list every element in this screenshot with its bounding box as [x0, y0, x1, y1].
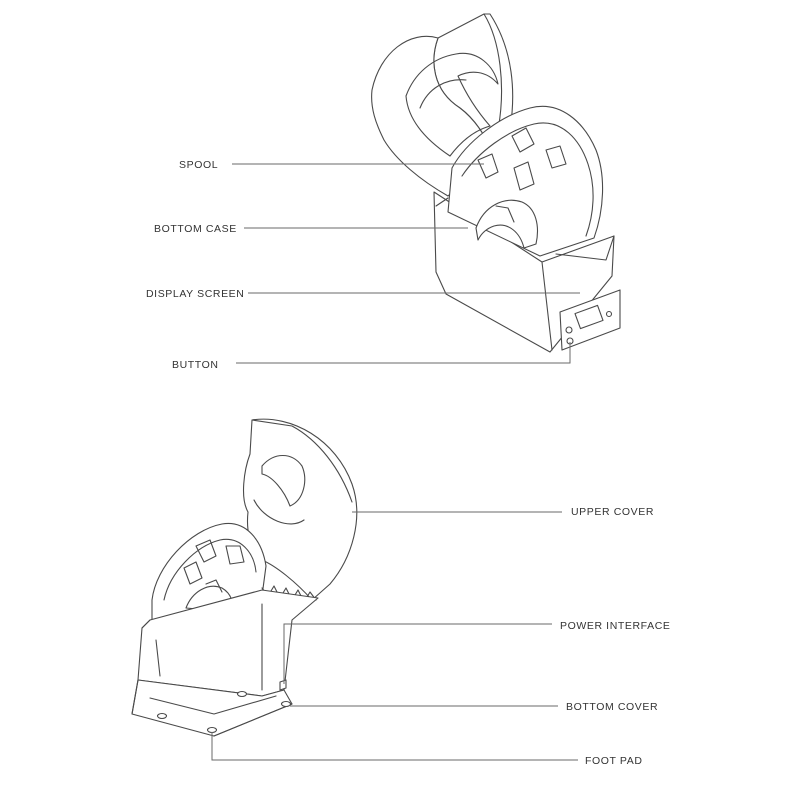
button-leader [236, 342, 571, 364]
label-spool: SPOOL [179, 159, 218, 171]
label-button: BUTTON [172, 359, 219, 371]
foot-pad-icon [280, 700, 292, 708]
foot-pad-icon [156, 712, 168, 720]
power-interface-leader [283, 623, 552, 684]
dryer-box-rear-view [131, 418, 358, 737]
label-bottom-case: BOTTOM CASE [154, 223, 237, 235]
bottom-case-rear [137, 589, 319, 697]
foot-pad-icon [206, 726, 218, 734]
upper-cover [242, 418, 358, 601]
dryer-box-front-view [371, 13, 621, 353]
label-upper-cover: UPPER COVER [571, 506, 654, 518]
display-screen [574, 304, 604, 330]
button-icon [605, 310, 613, 318]
label-bottom-cover: BOTTOM COVER [566, 701, 658, 713]
power-interface-port [279, 679, 287, 691]
foot-pad-leader [211, 732, 578, 761]
label-display-screen: DISPLAY SCREEN [146, 288, 244, 300]
control-panel [559, 289, 621, 351]
label-power-interface: POWER INTERFACE [560, 620, 671, 632]
label-foot-pad: FOOT PAD [585, 755, 643, 767]
spool-top [447, 105, 604, 257]
foot-pad-icon [236, 690, 248, 698]
bottom-cover [131, 679, 293, 737]
button-icon [565, 326, 573, 334]
